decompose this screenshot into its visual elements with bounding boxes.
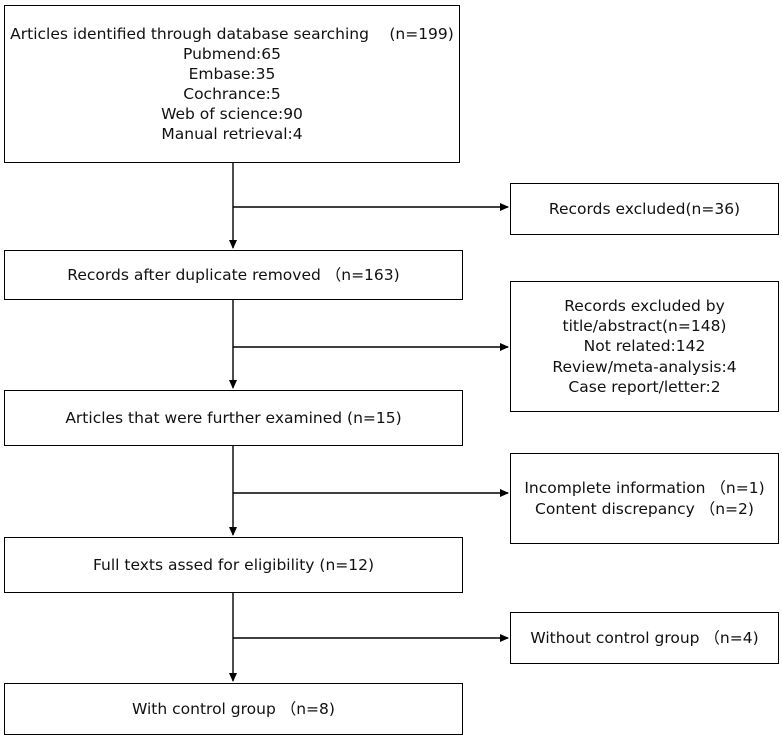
title-abstract-line-5: Case report/letter:2 <box>568 377 721 396</box>
identified-line-5: Web of science:90 <box>161 105 303 124</box>
further-examined-text: Articles that were further examined (n=1… <box>65 408 402 427</box>
box-without-control: Without control group （n=4) <box>510 612 779 664</box>
incomplete-line-1: Incomplete information （n=1) <box>524 479 765 498</box>
box-full-texts: Full texts assed for eligibility (n=12) <box>4 537 463 593</box>
incomplete-line-2: Content discrepancy （n=2) <box>535 499 754 518</box>
after-duplicates-text: Records after duplicate removed （n=163) <box>67 265 400 284</box>
identified-line-1: Articles identified through database sea… <box>10 24 454 43</box>
without-control-text: Without control group （n=4) <box>530 628 759 647</box>
box-excluded-title-abstract: Records excluded by title/abstract(n=148… <box>510 281 779 412</box>
with-control-text: With control group （n=8) <box>132 699 335 718</box>
box-articles-identified: Articles identified through database sea… <box>4 5 460 163</box>
identified-line-6: Manual retrieval:4 <box>161 125 303 144</box>
identified-line-2: Pubmend:65 <box>183 44 281 63</box>
title-abstract-line-1: Records excluded by <box>564 297 725 316</box>
box-records-excluded: Records excluded(n=36) <box>510 183 779 235</box>
identified-line-4: Cochrance:5 <box>183 85 281 103</box>
title-abstract-line-4: Review/meta-analysis:4 <box>552 357 737 376</box>
box-with-control: With control group （n=8) <box>4 683 463 735</box>
box-incomplete-discrepancy: Incomplete information （n=1) Content dis… <box>510 453 779 544</box>
identified-line-3: Embase:35 <box>188 64 276 83</box>
box-further-examined: Articles that were further examined (n=1… <box>4 390 463 446</box>
full-texts-text: Full texts assed for eligibility (n=12) <box>92 555 375 574</box>
records-excluded-text: Records excluded(n=36) <box>548 199 741 218</box>
title-abstract-line-2: title/abstract(n=148) <box>562 317 727 336</box>
title-abstract-line-3: Not related:142 <box>583 337 706 356</box>
box-after-duplicates: Records after duplicate removed （n=163) <box>4 250 463 300</box>
